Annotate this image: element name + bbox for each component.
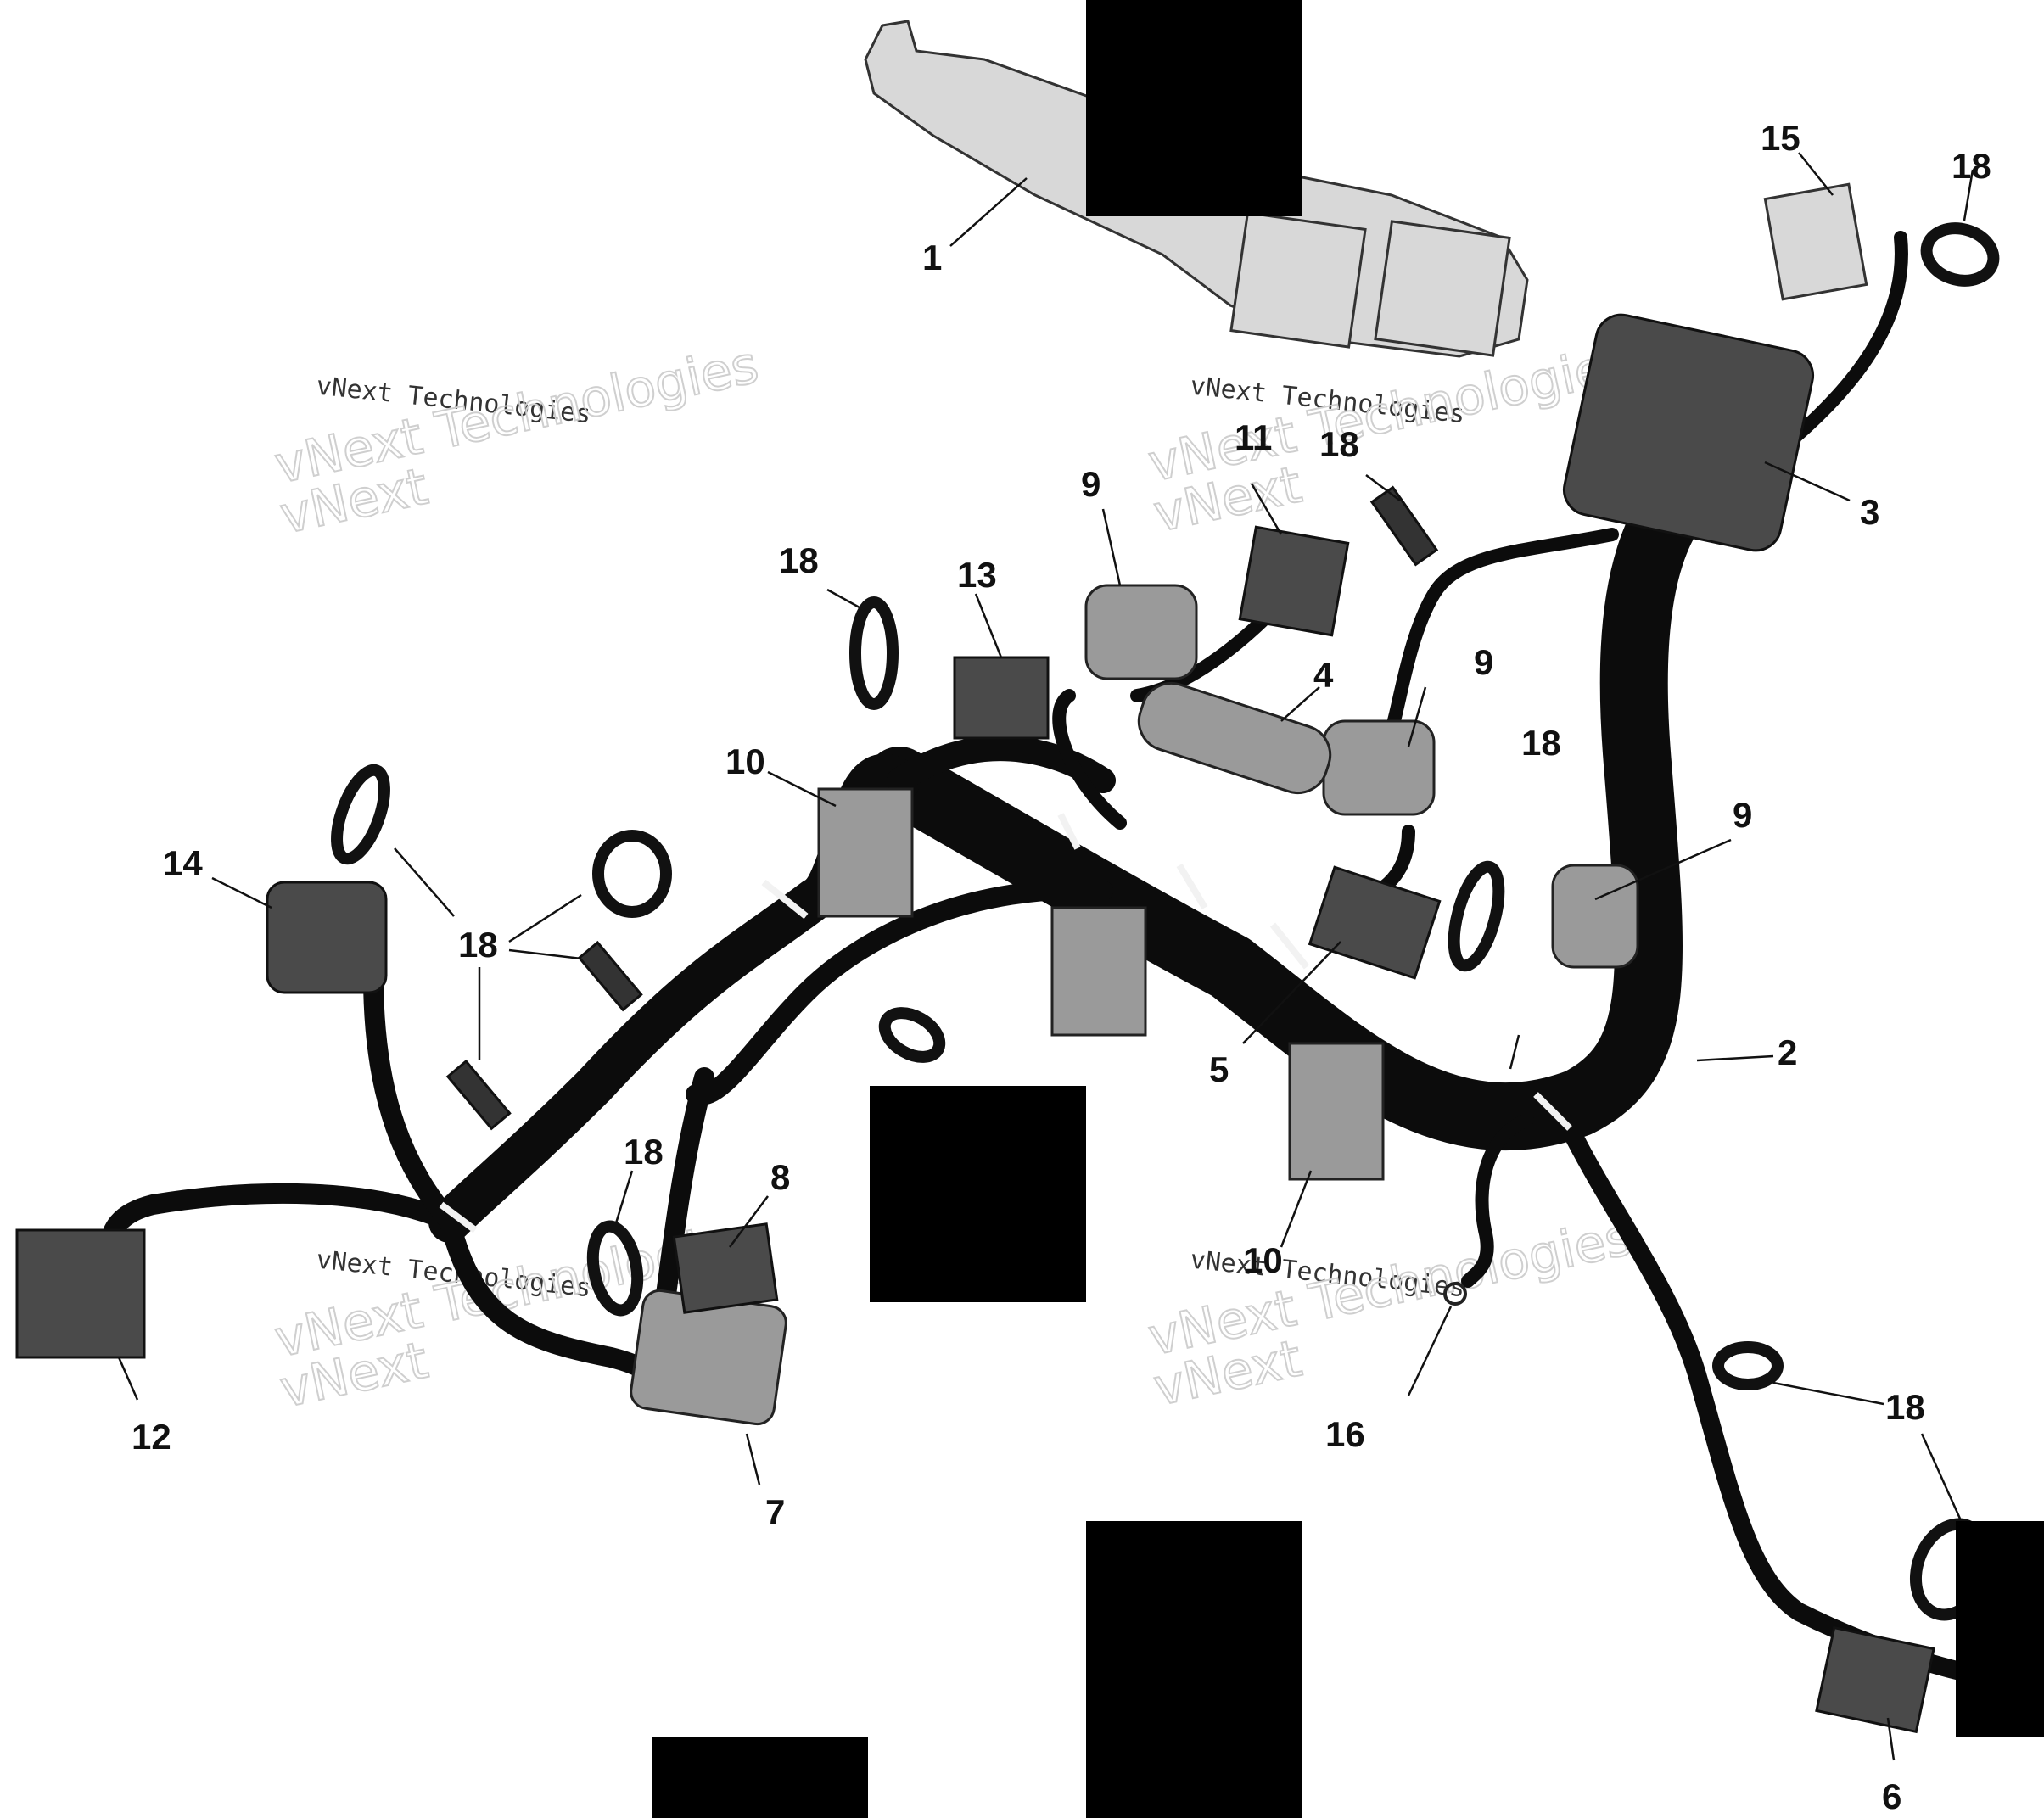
callout-18-g: 18 [1885,1387,1925,1427]
connector-15 [1763,182,1868,301]
callout-18-b: 18 [458,925,498,965]
callout-12: 12 [132,1417,171,1457]
callouts: 1 2 3 4 5 6 7 8 9 9 9 10 10 11 12 13 14 … [132,118,1991,1816]
callout-16: 16 [1325,1414,1365,1454]
redaction-block [1086,1521,1302,1818]
connector-10-c [1288,1042,1385,1181]
connector-11 [1238,525,1350,637]
sensor-4 [1137,682,1332,794]
callout-15: 15 [1761,118,1800,158]
connector-6 [1815,1625,1935,1734]
callout-8: 8 [770,1157,790,1197]
cable-tie-icon [1369,485,1439,567]
callout-1: 1 [922,238,942,277]
callout-7: 7 [765,1492,785,1532]
redaction-block [870,1086,1086,1302]
redaction-block [652,1737,868,1818]
connector-12 [15,1228,146,1359]
connector-10-b [1050,906,1147,1037]
watermark-bottom-right: vNext vNext Technologies vNext Technolog… [1143,1206,1638,1418]
callout-9-b: 9 [1474,642,1493,682]
callout-18-d: 18 [1521,723,1561,763]
callout-18-e: 18 [1319,424,1359,464]
cable-tie-icon [1712,1341,1784,1390]
cable-ties [331,222,2000,1621]
cable-tie-icon [331,764,390,865]
callout-10-a: 10 [725,741,765,781]
cable-tie-icon [878,1007,946,1063]
connector-8 [672,1222,779,1314]
redaction-block [1086,0,1302,216]
callout-4: 4 [1313,655,1334,695]
callout-3: 3 [1860,492,1879,532]
callout-18-a: 18 [779,540,819,580]
callout-10-b: 10 [1243,1240,1283,1280]
callout-18-c: 18 [624,1132,664,1172]
leader-lines [117,152,1974,1761]
redactions [652,0,2044,1818]
cable-tie-icon [577,940,643,1012]
callout-6: 6 [1882,1776,1901,1816]
callout-18-f: 18 [1952,146,1991,186]
connector-13 [953,656,1050,740]
redaction-block [1956,1521,2044,1737]
cable-tie-icon [586,1220,644,1317]
watermark-text-outline: vNext Technologies [270,335,764,495]
watermark-text-outline: vNext Technologies [1144,333,1638,494]
watermark-text-outline: vNext Technologies [1144,1207,1638,1368]
connector-10-a [817,787,914,918]
connector-9-c [1551,864,1639,969]
callout-13: 13 [957,555,997,595]
cable-tie-icon [849,596,899,710]
cable-tie-icon [592,830,672,918]
callout-14: 14 [163,843,203,883]
cable-tie-icon [1448,860,1505,972]
parts [15,182,1935,1734]
connector-5 [1308,865,1442,980]
connector-9-a [1084,584,1198,680]
callout-9-c: 9 [1733,795,1752,835]
connector-9-b [1322,719,1436,816]
connector-14 [266,881,388,994]
callout-9-a: 9 [1081,464,1100,504]
ring-terminal-16 [1443,1282,1467,1306]
callout-2: 2 [1778,1032,1797,1072]
main-connector-3 [1562,313,1815,552]
cable-tie-icon [1920,222,2000,287]
callout-11: 11 [1235,417,1272,457]
callout-5: 5 [1209,1049,1229,1089]
cable-tie-icon [445,1059,512,1131]
watermark-top-left: vNext vNext Technologies vNext Technolog… [269,334,764,546]
